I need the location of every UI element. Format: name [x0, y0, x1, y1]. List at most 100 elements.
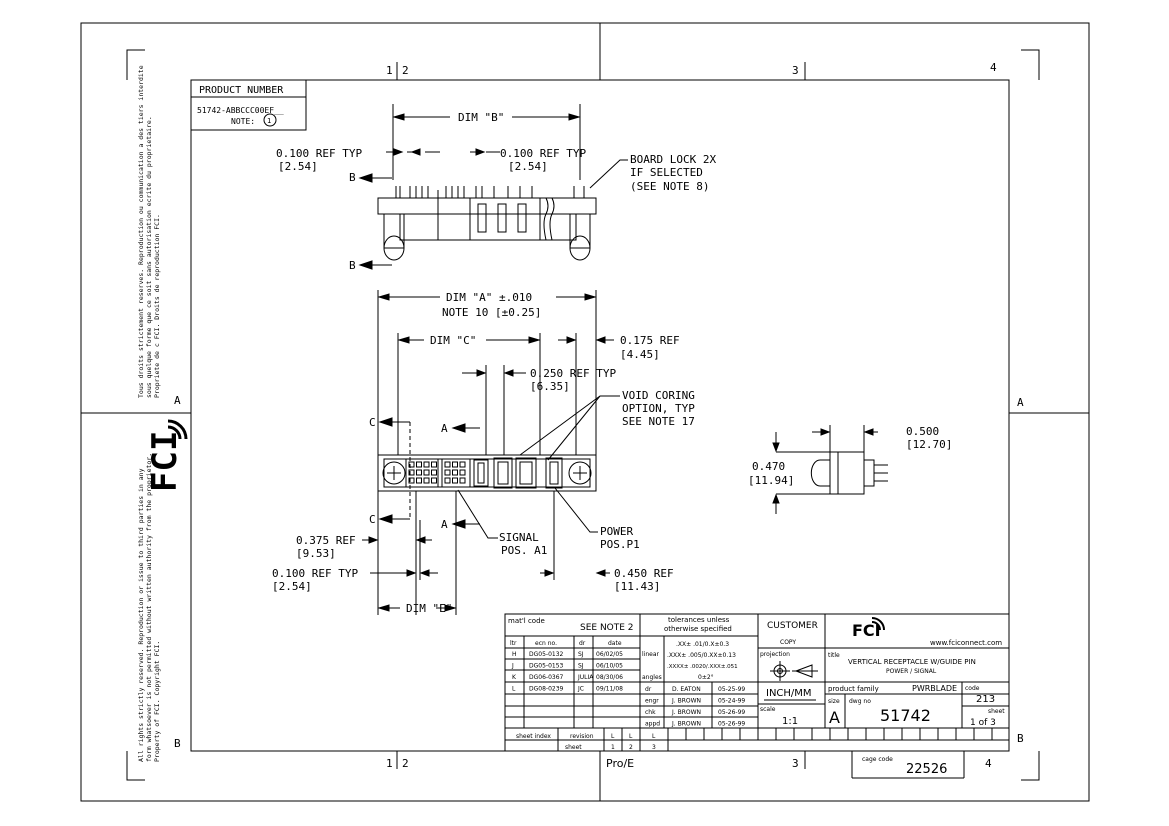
ref-0500-label: 0.500 — [906, 425, 939, 438]
svg-text:FCI: FCI — [145, 431, 185, 492]
signal-contact — [452, 469, 458, 476]
revision-cell: J — [511, 663, 514, 670]
svg-text:[2.54]: [2.54] — [272, 580, 312, 593]
pitch-right-label: 0.100 REF TYP — [500, 147, 586, 160]
svg-text:[12.70]: [12.70] — [906, 438, 952, 451]
section-a-top: A — [441, 422, 448, 435]
ref-0175-label: 0.175 REF — [620, 334, 680, 347]
code-label: code — [965, 685, 980, 692]
svg-text:Tous droits strictement reserv: Tous droits strictement reserves. Reprod… — [137, 65, 145, 398]
approval-cell: D. EATON — [672, 686, 701, 693]
section-c-top: C — [369, 416, 376, 429]
drawing-number: 51742 — [880, 706, 931, 725]
dim-a-label: DIM "A" ±.010 — [446, 291, 532, 304]
zone-top-2: 2 — [402, 64, 409, 77]
signal-contact — [408, 477, 415, 484]
board-lock-note: BOARD LOCK 2X — [630, 153, 716, 166]
top-view — [358, 104, 628, 270]
signal-contact — [452, 477, 458, 484]
void-coring-note: VOID CORING — [622, 389, 695, 402]
svg-text:L: L — [652, 733, 656, 740]
zone-right-b: B — [1017, 732, 1024, 745]
product-number-header: PRODUCT NUMBER — [199, 85, 284, 96]
scale-label: scale — [760, 706, 776, 713]
section-b-top: B — [349, 171, 356, 184]
cad-system: Pro/E — [606, 757, 634, 770]
revision-label: revision — [570, 733, 594, 740]
revision-cell: H — [512, 651, 517, 658]
approval-cell: appd — [645, 721, 660, 728]
ref-0250-label: 0.250 REF TYP — [530, 367, 616, 380]
revision-cell: JC — [577, 686, 584, 693]
size-label: size — [828, 698, 840, 705]
revision-cell: 06/02/05 — [596, 651, 623, 658]
ref-0450-label: 0.450 REF — [614, 567, 674, 580]
drawing-title-line-1: VERTICAL RECEPTACLE W/GUIDE PIN — [848, 658, 976, 666]
svg-text:IF SELECTED: IF SELECTED — [630, 166, 703, 179]
matl-code-label: mat'l code — [508, 617, 545, 625]
product-number-note-ref: 1 — [267, 117, 271, 125]
svg-text:sous quelque forme que ce soit: sous quelque forme que ce soit sans auto… — [145, 116, 153, 398]
svg-text:3: 3 — [652, 744, 656, 751]
signal-contact — [408, 469, 415, 476]
signal-contact — [459, 469, 466, 476]
signal-contact — [452, 461, 458, 468]
signal-contact — [416, 469, 422, 476]
svg-text:dr: dr — [579, 640, 586, 647]
code-value: 213 — [976, 694, 995, 705]
signal-contact — [416, 461, 422, 468]
approval-cell: chk — [645, 709, 656, 716]
fci-logo: FCI — [852, 621, 881, 640]
tol-linear-label: linear — [642, 651, 660, 658]
revision-cell: 06/10/05 — [596, 663, 623, 670]
svg-text:otherwise specified: otherwise specified — [664, 625, 732, 633]
dim-c-label: DIM "C" — [430, 334, 476, 347]
svg-text:[4.45]: [4.45] — [620, 348, 660, 361]
ref-0100-label: 0.100 REF TYP — [272, 567, 358, 580]
signal-contact — [431, 469, 437, 476]
title-block: mat'l code SEE NOTE 2 ltr ecn no. dr dat… — [504, 613, 1010, 779]
customer-label: CUSTOMER — [767, 621, 818, 631]
section-b-bottom: B — [349, 259, 356, 272]
signal-pos-label: SIGNAL — [499, 531, 539, 544]
section-a-bottom: A — [441, 518, 448, 531]
scale-value: 1:1 — [782, 716, 798, 727]
svg-text:L: L — [611, 733, 615, 740]
signal-contact — [431, 461, 437, 468]
product-number-note: NOTE: — [231, 117, 255, 126]
pitch-left-label: 0.100 REF TYP — [276, 147, 362, 160]
signal-contact — [431, 477, 437, 484]
fci-logo-vertical: FCI — [145, 419, 188, 492]
sheet-index-label: sheet index — [516, 733, 551, 740]
svg-text:0±2°: 0±2° — [698, 674, 714, 681]
zone-right-a: A — [1017, 396, 1024, 409]
revision-cell: L — [512, 686, 516, 693]
revision-cell: SJ — [578, 663, 584, 670]
sheet-label: sheet — [988, 708, 1005, 715]
zone-bottom-4: 4 — [985, 757, 992, 770]
size-value: A — [829, 708, 840, 727]
approval-cell: J. BROWN — [671, 709, 701, 716]
svg-text:All rights strictly reserved.: All rights strictly reserved. Reproducti… — [137, 468, 145, 762]
approval-cell: 05-24-99 — [718, 698, 745, 705]
sheet-word: sheet — [565, 744, 582, 751]
svg-text:form whatsoever is not permitt: form whatsoever is not permitted without… — [145, 453, 153, 762]
dim-b-label: DIM "B" — [458, 111, 504, 124]
cage-code-label: cage code — [862, 756, 893, 763]
svg-text:.XXX± .005/0.XX±0.13: .XXX± .005/0.XX±0.13 — [667, 652, 736, 659]
top-view-labels: DIM "B" 0.100 REF TYP [2.54] 0.100 REF T… — [276, 111, 716, 272]
svg-text:.XXXX± .0020/.XXX±.051: .XXXX± .0020/.XXX±.051 — [667, 664, 738, 670]
signal-contact — [423, 461, 430, 468]
svg-text:date: date — [608, 640, 622, 647]
zone-markers: 1 2 3 4 1 2 3 4 A B A B — [174, 61, 1024, 770]
svg-text:[11.43]: [11.43] — [614, 580, 660, 593]
height-0470-label: 0.470 — [752, 460, 785, 473]
revision-cell: 09/11/08 — [596, 686, 623, 693]
svg-text:SEE NOTE 17: SEE NOTE 17 — [622, 415, 695, 428]
svg-text:ltr: ltr — [510, 640, 517, 647]
svg-text:[9.53]: [9.53] — [296, 547, 336, 560]
zone-left-a: A — [174, 394, 181, 407]
svg-text:[11.94]: [11.94] — [748, 474, 794, 487]
